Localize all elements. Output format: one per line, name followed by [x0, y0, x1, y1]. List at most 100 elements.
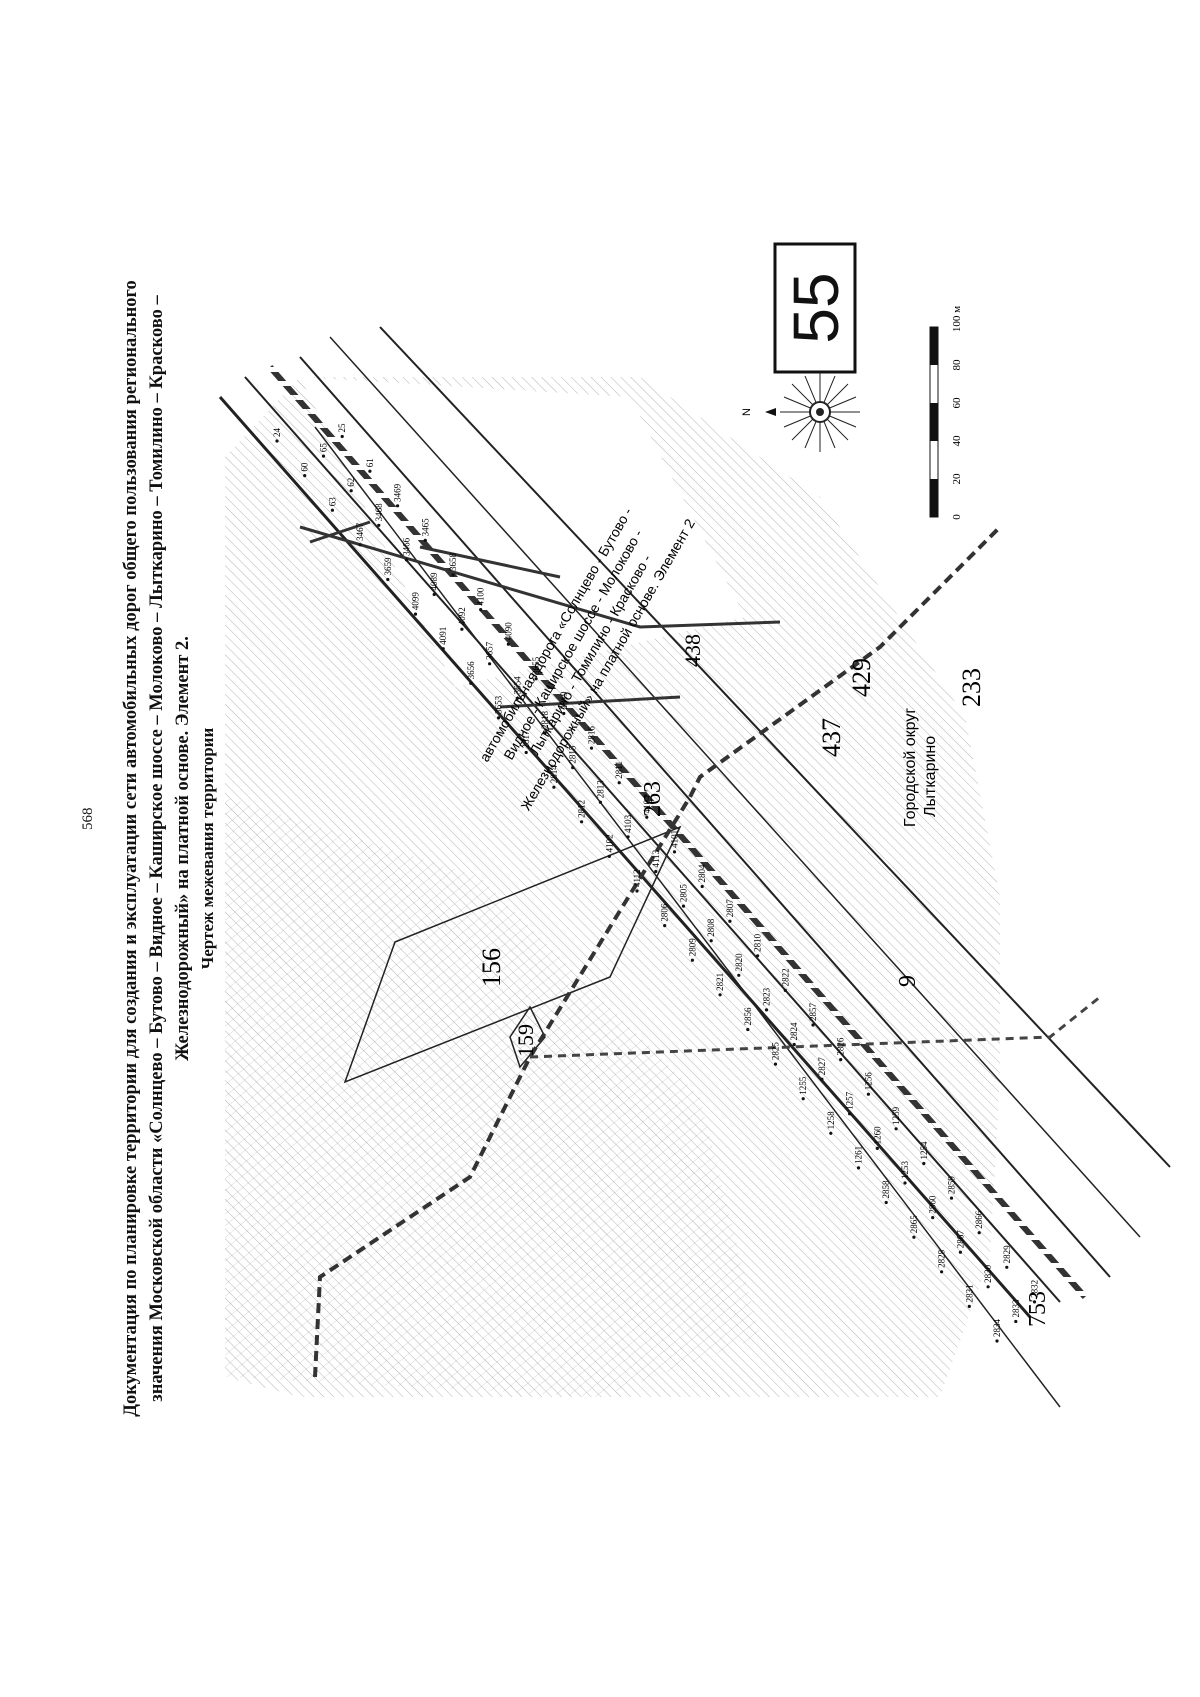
- point-label: 2811: [614, 761, 624, 779]
- point-label: 2865: [909, 1215, 919, 1234]
- sheet-number-box: [773, 242, 857, 374]
- point-label: 2812: [577, 800, 587, 818]
- point-marker: [571, 765, 575, 770]
- point-marker: [977, 1231, 981, 1235]
- point-label: 3468: [374, 503, 384, 522]
- point-marker: [589, 746, 594, 750]
- point-label: 2823: [762, 987, 772, 1006]
- point-marker: [543, 731, 547, 735]
- point-marker: [792, 1042, 796, 1047]
- point-label: 24: [272, 428, 282, 438]
- point-label: 4103: [623, 814, 633, 833]
- point-marker: [1005, 1265, 1009, 1269]
- point-marker: [866, 1092, 871, 1096]
- point-marker: [598, 800, 603, 804]
- point-label: 4113: [651, 849, 661, 867]
- zone-label-156: 156: [477, 948, 506, 987]
- point-marker: [330, 508, 334, 512]
- parcel-156: [343, 825, 682, 1084]
- point-label: 2858: [881, 1180, 891, 1199]
- scale-tick-0: 0: [951, 514, 963, 520]
- point-label: 2805: [679, 884, 689, 903]
- point-label: 2824: [789, 1022, 799, 1041]
- point-marker: [524, 750, 528, 755]
- zone-label-429: 429: [847, 658, 876, 697]
- point-label: 2866: [974, 1210, 984, 1229]
- point-marker: [386, 577, 390, 582]
- point-label: 1253: [900, 1161, 910, 1180]
- point-label: 60: [300, 462, 310, 472]
- point-label: 3656: [466, 661, 476, 679]
- point-marker: [275, 439, 279, 443]
- point-label: 2804: [697, 864, 707, 883]
- point-marker: [718, 993, 722, 997]
- point-marker: [635, 889, 639, 893]
- point-label: 4101: [670, 830, 680, 848]
- zone-label-438: 438: [680, 634, 705, 667]
- point-label: 2857: [808, 1003, 818, 1022]
- point-marker: [340, 434, 344, 439]
- point-label: 2829: [1002, 1245, 1012, 1264]
- hatched-territory-secondary: [225, 797, 760, 1397]
- point-marker: [709, 939, 713, 943]
- point-label: 1261: [854, 1146, 864, 1164]
- point-marker: [773, 1062, 778, 1066]
- point-marker: [672, 850, 677, 854]
- point-marker: [423, 538, 427, 542]
- point-label: 65: [319, 443, 329, 453]
- point-marker: [479, 607, 483, 612]
- road-callout-bg: [300, 377, 745, 687]
- zone-label-753: 753: [1025, 1291, 1051, 1327]
- point-label: 1259: [891, 1106, 901, 1125]
- point-marker: [580, 820, 584, 824]
- point-label: 4099: [411, 592, 421, 611]
- point-label: 2807: [725, 899, 735, 918]
- point-label: 1257: [845, 1091, 855, 1110]
- point-marker: [488, 662, 492, 666]
- point-label: 4090: [503, 622, 513, 641]
- district-boundary-2: [529, 995, 1101, 1059]
- point-marker: [922, 1161, 926, 1166]
- point-label: 2818: [540, 711, 550, 730]
- zone-label-159: 159: [513, 1024, 538, 1057]
- point-label: 2814: [549, 765, 559, 784]
- point-label: 2810: [753, 933, 763, 952]
- point-label: 4089: [429, 572, 439, 591]
- point-label: 3654: [512, 676, 522, 695]
- point-label: 3653: [494, 695, 504, 714]
- district-label-line-2: Лыткарино: [922, 736, 939, 817]
- point-label: 1258: [826, 1111, 836, 1130]
- zone-label-263: 263: [640, 781, 666, 817]
- point-marker: [746, 1027, 750, 1032]
- point-marker: [377, 523, 381, 527]
- point-marker: [303, 473, 307, 478]
- point-marker: [764, 1008, 769, 1012]
- sheet-number: 55: [780, 272, 852, 343]
- point-marker: [949, 1196, 954, 1200]
- zone-label-233: 233: [957, 668, 986, 707]
- point-label: 3657: [485, 641, 495, 660]
- point-label: 2819: [559, 691, 569, 710]
- district-label-line-1: Городской округ: [902, 708, 919, 827]
- point-marker: [967, 1304, 971, 1308]
- point-marker: [839, 1057, 843, 1062]
- point-label: 1256: [863, 1072, 873, 1091]
- scale-tick-80: 80: [951, 359, 963, 371]
- point-label: 3465: [420, 518, 430, 537]
- point-marker: [562, 711, 566, 716]
- point-marker: [368, 469, 372, 473]
- point-label: 4092: [457, 607, 467, 625]
- scale-tick-60: 60: [951, 397, 963, 409]
- point-label: 1255: [798, 1076, 808, 1095]
- point-label: 4112: [632, 869, 642, 887]
- point-marker: [432, 592, 436, 597]
- point-label: 1254: [919, 1141, 929, 1160]
- point-marker: [931, 1216, 935, 1220]
- point-marker: [617, 781, 621, 785]
- point-label: 61: [365, 458, 375, 467]
- point-label: 2816: [587, 726, 597, 745]
- point-marker: [958, 1250, 963, 1254]
- point-label: 3469: [393, 483, 403, 502]
- point-marker: [820, 1077, 824, 1081]
